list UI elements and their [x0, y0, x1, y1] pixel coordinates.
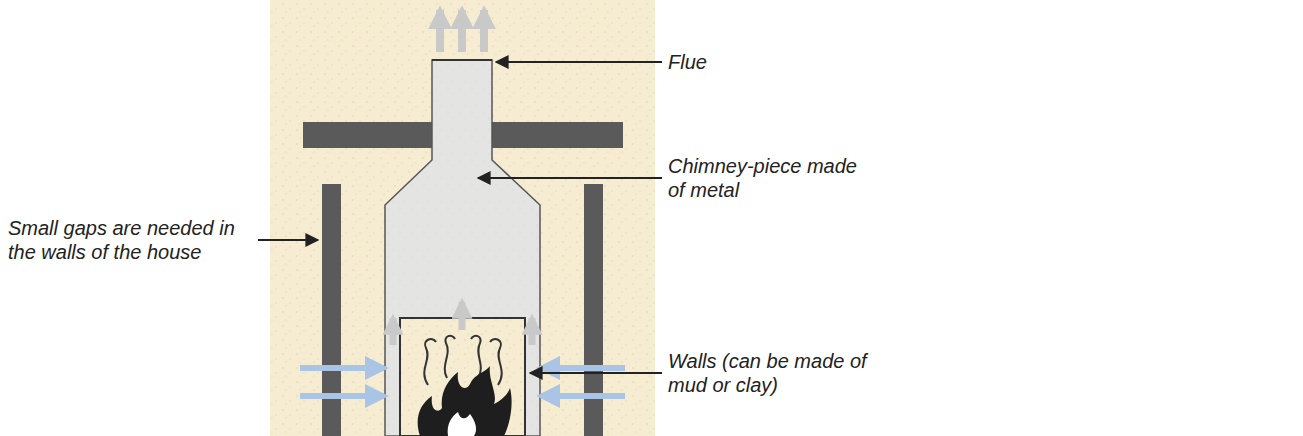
chimney-piece	[385, 60, 540, 436]
callout-label: Chimney-piece made of metal	[668, 154, 873, 202]
callout-label: Walls (can be made of mud or clay)	[668, 349, 888, 397]
flame-core	[448, 412, 476, 436]
flue-top	[432, 59, 492, 61]
smoke-arrows	[393, 302, 532, 345]
flame	[418, 366, 512, 436]
callout-label: Small gaps are needed in the walls of th…	[8, 216, 253, 264]
leader-line	[258, 62, 662, 373]
fire-box	[400, 318, 525, 436]
callout-label: Flue	[668, 50, 968, 74]
smoke-arrows	[440, 10, 484, 52]
background-panel	[270, 0, 655, 436]
